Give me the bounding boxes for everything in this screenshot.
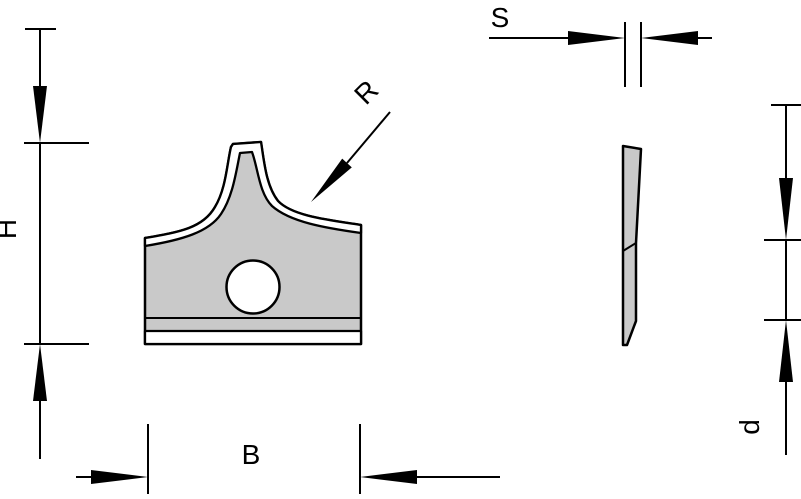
dim-width-label: B [242, 439, 261, 470]
dim-height: H [0, 28, 89, 459]
bottom-edge-band [143, 329, 363, 346]
radius-callout: R [311, 74, 391, 202]
side-view-bevel-line [622, 242, 637, 252]
cutting-edge-band [143, 140, 363, 248]
dim-depth: d [734, 104, 801, 455]
dim-width: B [76, 424, 500, 494]
dim-height-arrow-down-icon [33, 86, 47, 143]
dim-height-arrow-up-icon [33, 344, 47, 401]
dim-thickness-label: S [491, 2, 510, 33]
front-view [143, 140, 363, 346]
mounting-hole [225, 259, 281, 315]
side-view [621, 144, 643, 347]
dim-thickness: S [489, 2, 712, 87]
radius-arrow-icon [311, 158, 352, 202]
dim-depth-arrow-up-icon [779, 320, 793, 382]
dim-thickness-arrow-left-icon [641, 31, 698, 45]
dim-width-arrow-left-icon [360, 470, 417, 484]
dim-width-arrow-right-icon [91, 470, 148, 484]
dim-depth-label: d [734, 419, 765, 435]
radius-leader-line [346, 111, 391, 164]
dim-depth-arrow-down-icon [779, 178, 793, 240]
dim-thickness-arrow-right-icon [568, 31, 625, 45]
dim-height-label: H [0, 219, 22, 239]
radius-label: R [348, 74, 384, 110]
